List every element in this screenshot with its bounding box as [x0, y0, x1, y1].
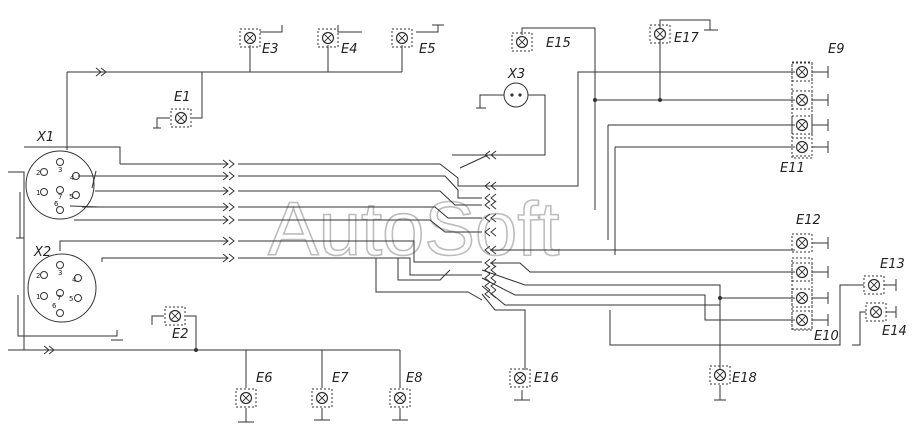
svg-text:4: 4 [70, 174, 75, 182]
lamp-e3-icon [239, 28, 261, 48]
connector-x1-label: X1 [36, 130, 54, 145]
lamp-label-e16: E16 [534, 371, 559, 386]
lamp-label-e5: E5 [419, 42, 436, 57]
lamp-e13-icon [863, 275, 885, 295]
lamp-e15-icon [511, 32, 533, 52]
lamp-e2-icon [164, 306, 186, 326]
lamp-label-e7: E7 [332, 371, 349, 386]
lamp-label-e13: E13 [880, 257, 905, 272]
svg-text:5: 5 [69, 295, 73, 303]
svg-text:2: 2 [36, 169, 40, 177]
connector-x1: 3 4 2 7 5 1 6 X1 [25, 130, 95, 220]
lamp-label-e11: E11 [780, 161, 805, 176]
lamp-label-e12: E12 [796, 213, 821, 228]
connector-x3: X3 [503, 67, 529, 108]
svg-text:4: 4 [72, 276, 77, 284]
lamp-e9a-icon [791, 62, 813, 82]
svg-text:3: 3 [58, 166, 62, 174]
lamp-label-e2: E2 [172, 327, 189, 342]
svg-text:2: 2 [36, 272, 40, 280]
svg-text:7: 7 [58, 193, 62, 201]
svg-text:5: 5 [69, 193, 73, 201]
wire-chevrons [43, 67, 497, 355]
lamp-label-e10: E10 [814, 329, 839, 344]
lamps [164, 24, 887, 408]
lamp-e16-icon [509, 368, 531, 388]
lamp-label-e8: E8 [406, 371, 423, 386]
lamp-label-e1: E1 [174, 90, 191, 105]
lamp-e11-icon [791, 137, 813, 157]
lamp-e10b-icon [791, 288, 813, 308]
svg-text:6: 6 [52, 302, 57, 310]
svg-text:6: 6 [54, 200, 59, 208]
connector-x2: 3 4 2 7 5 1 6 X2 [27, 245, 97, 323]
lamp-label-e15: E15 [546, 36, 571, 51]
lamp-e9c-icon [791, 115, 813, 135]
lamp-e9b-icon [791, 90, 813, 110]
lamp-label-e18: E18 [732, 371, 757, 386]
lamp-group-e9-housing [791, 61, 813, 159]
lamp-e8-icon [389, 388, 411, 408]
svg-text:1: 1 [36, 189, 40, 197]
lamp-e14-icon [865, 302, 887, 322]
connector-x2-label: X2 [33, 245, 51, 260]
svg-text:1: 1 [36, 293, 40, 301]
svg-text:3: 3 [58, 269, 62, 277]
lamp-label-e3: E3 [262, 42, 279, 57]
lamp-label-e9: E9 [828, 42, 845, 57]
lamp-e10a-icon [791, 262, 813, 282]
lamp-e7-icon [311, 388, 333, 408]
lamp-e5-icon [391, 28, 413, 48]
lamp-e18-icon [709, 365, 731, 385]
lamp-label-e14: E14 [882, 324, 907, 339]
lamp-e10c-icon [791, 310, 813, 330]
lamp-e17-icon [649, 24, 671, 44]
lamp-labels: E1 E2 E3 E4 E5 E6 E7 E8 E9 E10 E11 E12 E… [172, 31, 907, 386]
lamp-label-e6: E6 [256, 371, 273, 386]
lamp-e12-icon [791, 233, 813, 253]
lamp-label-e4: E4 [341, 42, 358, 57]
svg-text:7: 7 [57, 294, 61, 302]
lamp-e1-icon [170, 108, 192, 128]
lamp-label-e17: E17 [674, 31, 699, 46]
connector-x3-label: X3 [507, 67, 525, 82]
lamp-e6-icon [235, 388, 257, 408]
lamp-e4-icon [317, 28, 339, 48]
